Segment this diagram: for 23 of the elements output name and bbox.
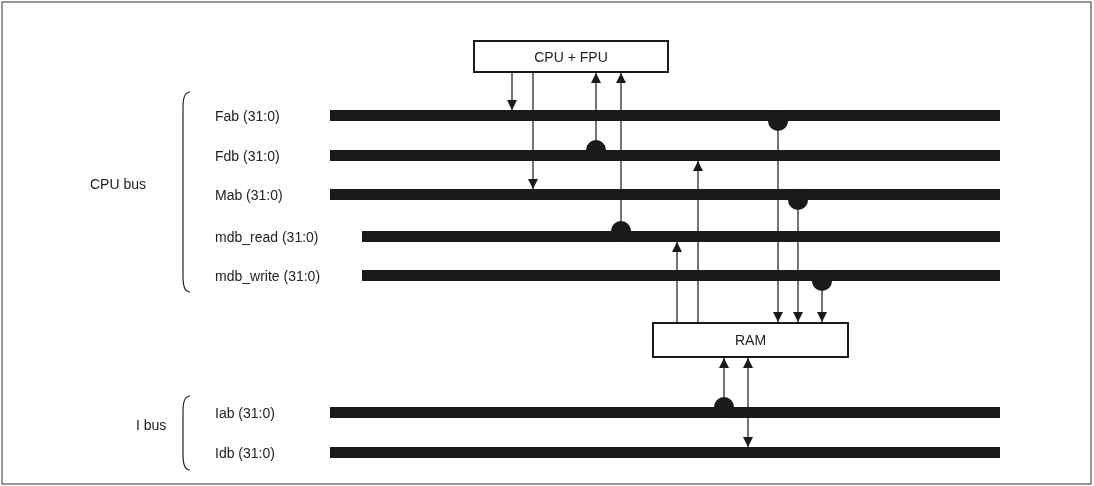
bus-bar	[330, 110, 1000, 121]
bus-bar	[330, 189, 1000, 200]
arrow	[528, 72, 538, 190]
bus-label: mdb_write (31:0)	[215, 267, 321, 284]
bus-group-label: I bus	[136, 417, 167, 433]
bus-label: Fab (31:0)	[215, 107, 280, 124]
block-box: CPU + FPU	[473, 40, 669, 73]
bus-label: Mab (31:0)	[215, 186, 283, 203]
bus-label: Fdb (31:0)	[215, 147, 280, 164]
bus-bar	[362, 270, 1000, 281]
bus-bar	[330, 150, 1000, 161]
bus-label: Iab (31:0)	[215, 404, 275, 421]
arrow	[672, 241, 682, 323]
arrow	[743, 357, 753, 448]
bus-label: mdb_read (31:0)	[215, 228, 319, 245]
bus-bar	[330, 447, 1000, 458]
bus-label: Idb (31:0)	[215, 444, 275, 461]
block-box: RAM	[652, 322, 849, 358]
arrow	[693, 160, 703, 323]
bus-group-label: CPU bus	[90, 176, 147, 192]
bus-bar	[330, 407, 1000, 418]
arrow	[507, 72, 517, 111]
bus-bar	[362, 231, 1000, 242]
